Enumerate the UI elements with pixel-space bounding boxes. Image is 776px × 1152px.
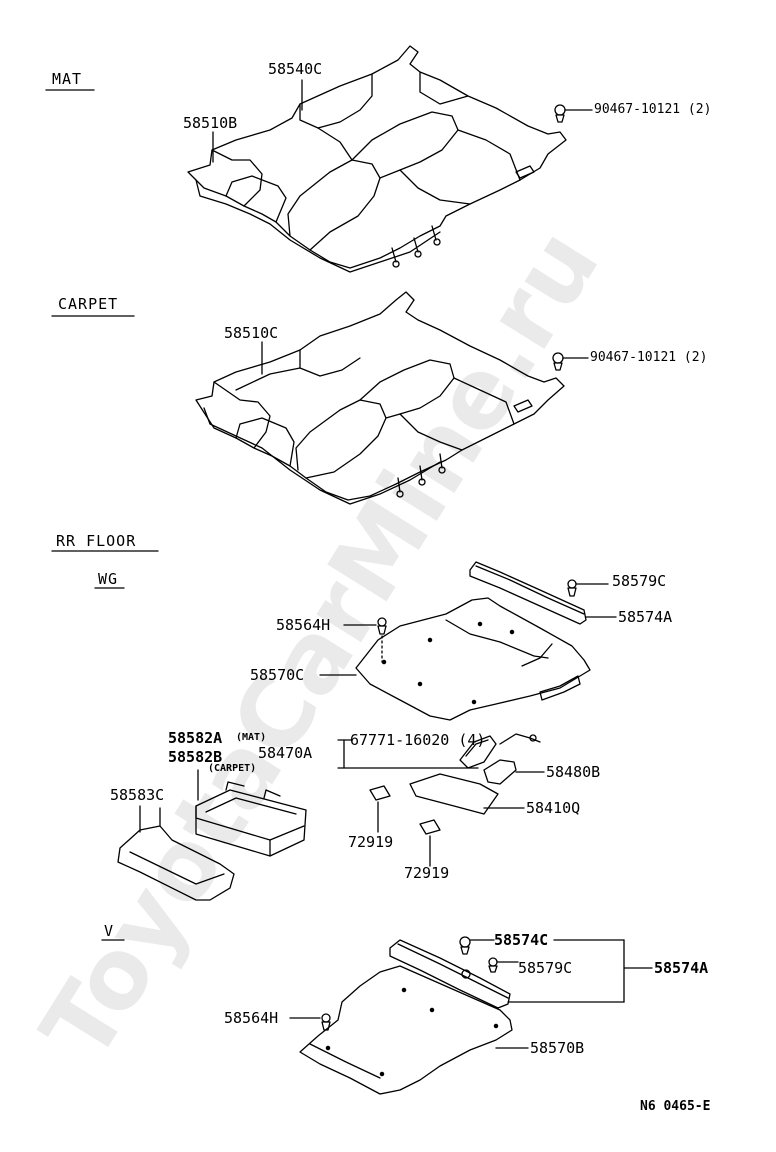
callout-58510c: 58510C [224,324,279,342]
callout-58570c: 58570C [250,666,305,684]
tag-72919-drawing [369,785,441,867]
callout-58582b: 58582B [168,748,223,766]
wg-rear-board-drawing [355,597,591,721]
callout-58582a-note: (MAT) [236,732,267,743]
callout-58540c: 58540C [268,60,323,78]
diagram-code: N6 0465-E [640,1099,711,1114]
storage-tray-drawing [195,781,307,857]
callout-72919-b: 72919 [404,864,450,882]
callout-58582a: 58582A [168,729,223,747]
callout-58583c: 58583C [110,786,165,804]
callout-58510b: 58510B [183,114,238,132]
carpet-clip-icon [552,352,589,371]
callout-67771: 67771-16020 (4) [350,731,486,749]
section-v: V [104,922,115,940]
callout-58579c-v: 58579C [518,959,573,977]
callout-58564h-wg: 58564H [276,616,331,634]
callout-58480b: 58480B [546,763,601,781]
callout-58470a: 58470A [258,744,313,762]
mat-clip-icon [554,104,593,123]
callout-clip-carpet: 90467-10121 (2) [590,350,708,365]
callout-clip-mat: 90467-10121 (2) [594,102,712,117]
callout-58579c-wg: 58579C [612,572,667,590]
carpet-floor-drawing [195,291,565,505]
section-underlines [45,89,159,941]
callout-58564h-v: 58564H [224,1009,279,1027]
callout-58574c: 58574C [494,931,549,949]
callout-72919-a: 72919 [348,833,394,851]
frame-58583c-drawing [117,805,235,901]
mat-floor-drawing [187,45,567,273]
callout-58574a-v: 58574A [654,959,709,977]
callout-58410q: 58410Q [526,799,581,817]
callout-58574a-wg: 58574A [618,608,673,626]
section-rr-floor: RR FLOOR [56,532,137,550]
jack-parts-drawing [337,733,545,815]
v-leaders [289,939,653,1049]
upper-leaders [212,79,303,375]
callout-58570b: 58570B [530,1039,585,1057]
section-carpet: CARPET [58,295,119,313]
v-sill-plate-drawing [389,936,511,1009]
wg-sill-plate-drawing [469,561,617,625]
wg-clip-icon [319,617,387,676]
section-mat: MAT [52,70,83,88]
callout-58582b-note: (CARPET) [208,763,257,774]
v-rear-board-drawing [299,965,513,1095]
section-wg: WG [98,570,119,588]
